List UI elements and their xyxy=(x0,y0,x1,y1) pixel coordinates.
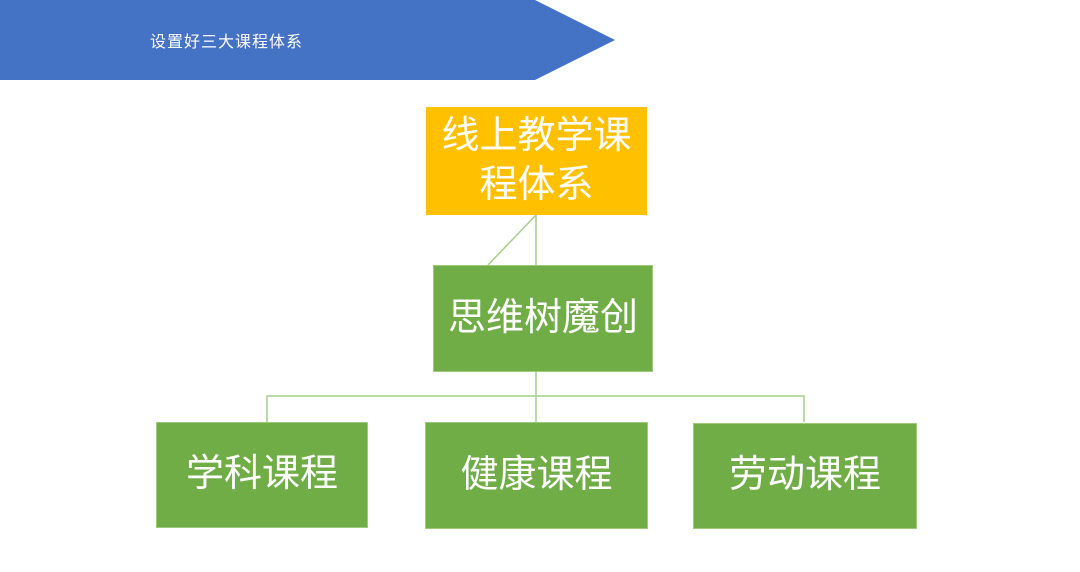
node-middle: 思维树魔创 xyxy=(433,265,653,372)
node-root: 线上教学课程体系 xyxy=(426,107,647,215)
node-child-subject-label: 学科课程 xyxy=(185,453,338,496)
banner-arrow xyxy=(0,0,615,80)
node-child-labor-label: 劳动课程 xyxy=(728,454,881,497)
node-child-subject: 学科课程 xyxy=(156,422,368,528)
node-root-label: 线上教学课程体系 xyxy=(441,114,632,206)
node-child-labor: 劳动课程 xyxy=(693,423,917,529)
connector-children-bracket xyxy=(266,395,805,422)
connector-root-to-middle-diagonal xyxy=(487,214,537,266)
node-middle-label: 思维树魔创 xyxy=(447,296,638,339)
node-child-health-label: 健康课程 xyxy=(460,453,613,496)
node-child-health: 健康课程 xyxy=(425,422,648,529)
banner-title: 设置好三大课程体系 xyxy=(150,34,304,51)
banner-arrow-shape xyxy=(0,0,615,80)
